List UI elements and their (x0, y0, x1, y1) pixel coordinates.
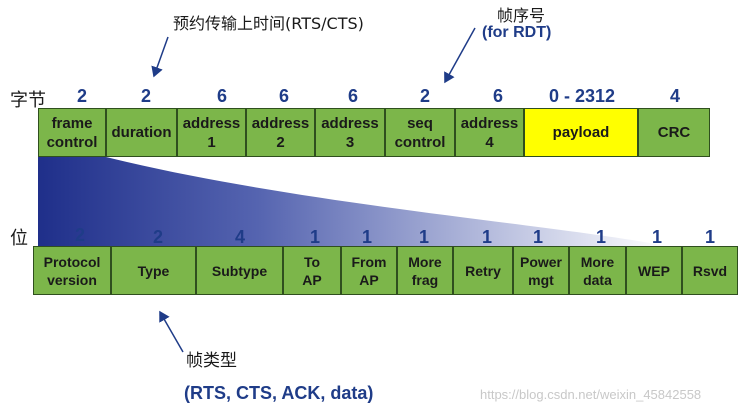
bit-field-retry: Retry (453, 246, 513, 295)
frame-size-address1: 6 (216, 86, 228, 106)
bit-size-subtype: 4 (234, 227, 246, 247)
bit-field-protocol-version: Protocol version (33, 246, 111, 295)
type-note-cn: 帧类型 (186, 351, 237, 371)
watermark: https://blog.csdn.net/weixin_45842558 (480, 387, 702, 402)
frame-field-payload: payload (524, 108, 638, 157)
frame-field-crc: CRC (638, 108, 710, 157)
bit-field-more-data: More data (569, 246, 626, 295)
frame-field-address3: address 3 (315, 108, 385, 157)
frame-size-address3: 6 (347, 86, 359, 106)
bit-field-type: Type (111, 246, 196, 295)
bit-size-to-ap: 1 (309, 227, 321, 247)
bit-field-subtype: Subtype (196, 246, 283, 295)
frame-size-crc: 4 (669, 86, 681, 106)
bit-field-to-ap: To AP (283, 246, 341, 295)
bit-size-more-frag: 1 (418, 227, 430, 247)
bit-size-more-data: 1 (595, 227, 607, 247)
frame-size-duration: 2 (140, 86, 152, 106)
frame-size-address4: 6 (492, 86, 504, 106)
bit-size-power-mgt: 1 (532, 227, 544, 247)
type-arrow (159, 310, 184, 353)
bit-field-rsvd: Rsvd (682, 246, 738, 295)
bit-size-type: 2 (152, 227, 164, 247)
frame-size-seq-control: 2 (419, 86, 431, 106)
seq-note-en: (for RDT) (482, 24, 552, 41)
frame-field-duration: duration (106, 108, 177, 157)
bit-size-protocol-version: 2 (74, 225, 86, 245)
frame-field-address2: address 2 (246, 108, 315, 157)
bit-size-wep: 1 (651, 227, 663, 247)
bit-field-power-mgt: Power mgt (513, 246, 569, 295)
frame-field-seq-control: seq control (385, 108, 455, 157)
frame-size-address2: 6 (278, 86, 290, 106)
seq-arrow (444, 27, 476, 84)
duration-arrow (151, 36, 169, 78)
frame-size-frame-control: 2 (76, 86, 88, 106)
bytes-label: 字节 (10, 90, 46, 111)
duration-note: 预约传输上时间(RTS/CTS) (173, 14, 364, 33)
frame-size-payload: 0 - 2312 (548, 86, 616, 106)
wedge-shape (38, 157, 666, 246)
bit-field-from-ap: From AP (341, 246, 397, 295)
seq-note-cn: 帧序号 (497, 6, 546, 25)
bits-label: 位 (10, 228, 28, 249)
frame-field-address1: address 1 (177, 108, 246, 157)
bit-size-from-ap: 1 (361, 227, 373, 247)
bit-field-wep: WEP (626, 246, 682, 295)
type-note-en: (RTS, CTS, ACK, data) (184, 383, 374, 403)
frame-field-address4: address 4 (455, 108, 524, 157)
bit-size-rsvd: 1 (704, 227, 716, 247)
frame-field-frame-control: frame control (38, 108, 106, 157)
bit-size-retry: 1 (481, 227, 493, 247)
bit-field-more-frag: More frag (397, 246, 453, 295)
